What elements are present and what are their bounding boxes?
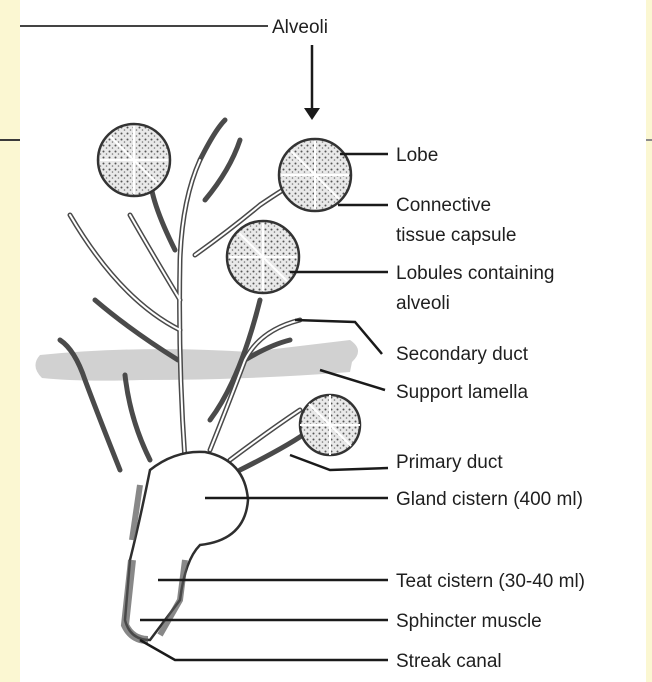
label-lobules-line1: Lobules containing bbox=[396, 263, 554, 284]
duct-branches bbox=[60, 120, 310, 470]
label-primary-duct: Primary duct bbox=[396, 452, 503, 473]
label-sphincter-muscle: Sphincter muscle bbox=[396, 611, 542, 632]
label-lobules-line2: alveoli bbox=[396, 293, 450, 314]
label-streak-canal: Streak canal bbox=[396, 651, 502, 672]
label-secondary-duct: Secondary duct bbox=[396, 344, 529, 365]
label-alveoli: Alveoli bbox=[272, 17, 328, 38]
lobe-cluster-left bbox=[98, 124, 170, 196]
lobe-cluster-top-right bbox=[279, 139, 351, 211]
label-gland-cistern: Gland cistern (400 ml) bbox=[396, 489, 583, 510]
label-lobe: Lobe bbox=[396, 145, 438, 166]
label-connective-line2: tissue capsule bbox=[396, 225, 516, 246]
lobe-cluster-lower bbox=[300, 395, 360, 455]
lobe-cluster-middle bbox=[227, 221, 299, 293]
gland-cistern-and-teat bbox=[125, 452, 248, 640]
alveoli-arrowhead bbox=[304, 108, 320, 120]
label-teat-cistern: Teat cistern (30-40 ml) bbox=[396, 571, 585, 592]
label-connective-line1: Connective bbox=[396, 195, 491, 216]
label-support-lamella: Support lamella bbox=[396, 382, 528, 403]
